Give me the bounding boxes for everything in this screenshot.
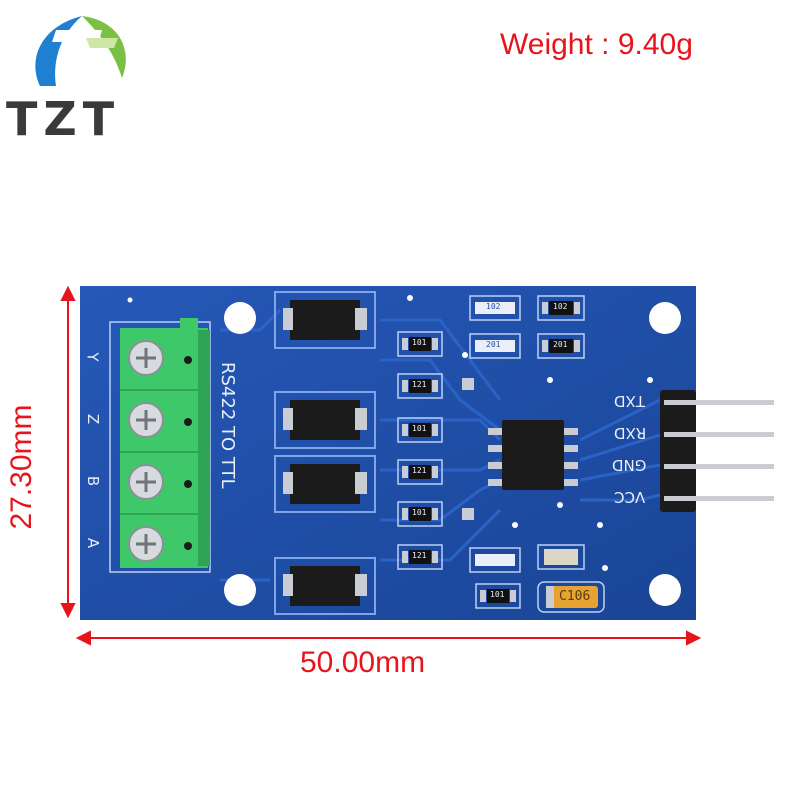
resistor-marking: 201 bbox=[553, 340, 568, 349]
weight-label: Weight : 9.40g bbox=[500, 28, 693, 61]
resistor-marking: 102 bbox=[553, 302, 568, 311]
pin-label-vcc: VCC bbox=[614, 488, 646, 506]
resistor-marking: 201 bbox=[486, 340, 501, 349]
pin-label-rxd: RXD bbox=[614, 424, 647, 442]
resistor-marking: 101 bbox=[412, 338, 427, 347]
terminal-label-a: A bbox=[84, 537, 103, 549]
brand-logo bbox=[35, 16, 126, 86]
terminal-label-z: Z bbox=[84, 413, 103, 425]
pin-label-txd: TXD bbox=[614, 392, 645, 410]
resistor-marking: 121 bbox=[412, 380, 427, 389]
resistor-marking: 102 bbox=[486, 302, 501, 311]
terminal-label-y: Y bbox=[83, 352, 102, 362]
silkscreen-title: RS422 TO TTL bbox=[217, 362, 238, 489]
resistor-marking: 101 bbox=[412, 508, 427, 517]
capacitor-label: C106 bbox=[559, 589, 591, 604]
resistor-marking: 101 bbox=[412, 424, 427, 433]
terminal-label-b: B bbox=[84, 475, 103, 487]
resistor-marking: 121 bbox=[412, 551, 427, 560]
resistor-marking: 101 bbox=[490, 590, 505, 599]
resistor-marking: 121 bbox=[412, 466, 427, 475]
pin-label-gnd: GND bbox=[612, 456, 647, 474]
width-dimension-label: 50.00mm bbox=[300, 646, 426, 679]
brand-name: TZT bbox=[6, 92, 121, 146]
